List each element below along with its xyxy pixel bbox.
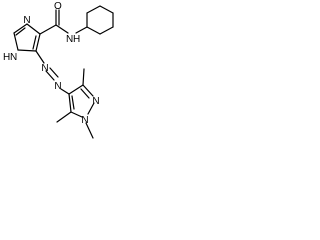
bond-n3-c2 xyxy=(13,23,28,34)
bond-cy-6 xyxy=(86,26,101,35)
atom-ring-n1: N xyxy=(10,52,17,63)
bond-azo-double xyxy=(49,67,59,78)
bond-azo-single xyxy=(45,70,55,81)
bond-pz-n1-c5 xyxy=(70,111,83,118)
atom-ring-n1-h: H xyxy=(3,52,10,63)
bond-carbonyl-n xyxy=(55,24,69,34)
structural-formula: O N H N H N N N N N xyxy=(3,1,114,139)
bond-n-cyclohexyl xyxy=(75,26,88,34)
atom-azo-n-b: N xyxy=(54,81,61,92)
bond-pz-c5-c4-double xyxy=(71,95,75,110)
bond-cy-3 xyxy=(99,5,114,14)
atom-amide-n: N xyxy=(66,34,73,45)
bond-n3-c2-double xyxy=(15,27,26,36)
bond-pz-n2-n1 xyxy=(87,102,95,115)
bond-azo-pyrazole xyxy=(60,88,70,95)
bond-methyl-c5 xyxy=(56,111,72,123)
atom-carbonyl-o: O xyxy=(54,1,62,12)
bond-pz-c5-c4 xyxy=(68,93,72,113)
bond-cy-5 xyxy=(99,26,114,35)
bond-c4-carbonyl xyxy=(39,24,57,35)
atom-azo-n-a: N xyxy=(41,63,48,74)
bond-methyl-n1 xyxy=(85,122,94,139)
atom-amide-h: H xyxy=(73,34,80,45)
bond-c5-c4 xyxy=(35,33,41,52)
atom-ring-n3: N xyxy=(23,15,30,26)
bond-n1-c5 xyxy=(17,49,37,52)
bond-pz-c3-n2-double xyxy=(80,88,90,99)
bond-c5-c4-double xyxy=(32,35,37,50)
atom-pyrazole-n2: N xyxy=(92,96,99,107)
atom-labels: O N H N H N N N N N xyxy=(3,1,100,126)
bond-c2-n1 xyxy=(13,32,19,51)
atom-pyrazole-n1: N xyxy=(81,115,88,126)
bond-c5-azo xyxy=(35,50,45,64)
bond-pz-c3-n2 xyxy=(82,84,94,97)
bond-pz-c4-c3 xyxy=(68,84,84,95)
bond-c4-n3 xyxy=(26,23,41,35)
bond-methyl-c3 xyxy=(82,68,85,86)
bond-cy-2 xyxy=(86,5,101,14)
bonds xyxy=(13,5,114,139)
